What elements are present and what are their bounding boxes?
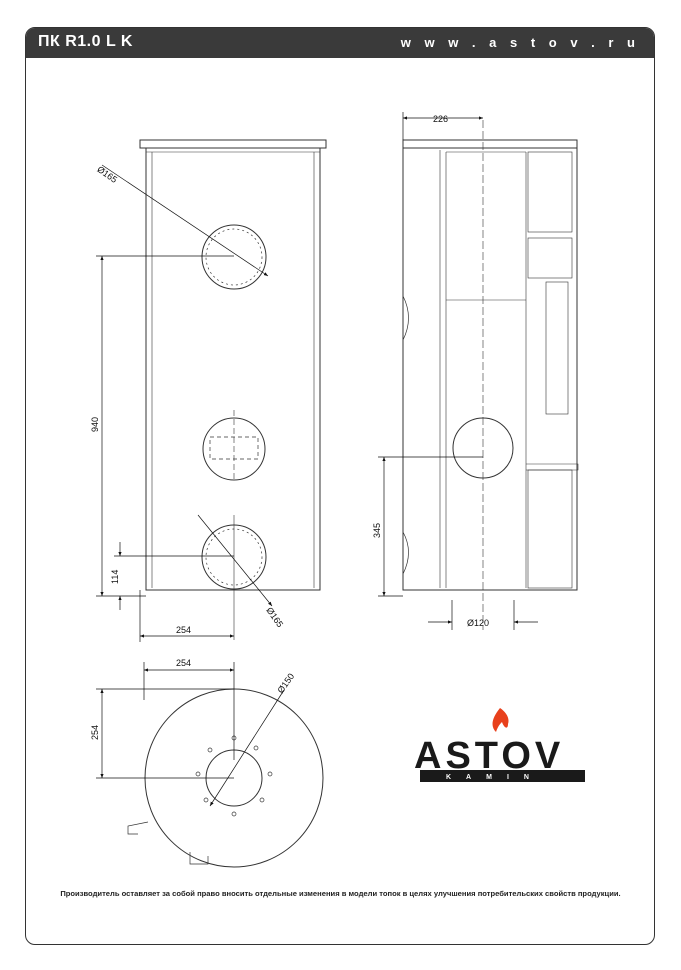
- top-bottom-handle: [189, 852, 209, 865]
- side-view: [402, 120, 579, 630]
- front-flue-top: [201, 224, 267, 290]
- front-flue-top-bolts: [205, 228, 263, 286]
- model-title: ПК R1.0 L K: [38, 33, 133, 50]
- top-254y-label: 254: [90, 725, 100, 740]
- side-upper-panel: [527, 151, 573, 233]
- brand-subtitle: KAMIN: [446, 774, 544, 781]
- front-114-label: 114: [110, 570, 120, 584]
- side-ledge: [526, 463, 579, 471]
- header-bar: ПК R1.0 L K w w w . a s t o v . r u: [26, 28, 654, 58]
- side-dimensions: [378, 112, 538, 630]
- front-height-label: 940: [90, 417, 100, 432]
- top-diameter-label: Ø150: [275, 671, 296, 695]
- front-view: [139, 139, 327, 640]
- astov-logo: ASTOV KAMIN: [414, 708, 585, 782]
- front-flue-middle: [202, 417, 266, 481]
- side-handle-top: [402, 295, 409, 341]
- side-handle-bottom: [402, 531, 409, 575]
- front-bottom-diameter-leader: [197, 514, 273, 607]
- top-left-handle: [127, 821, 149, 835]
- side-body: [402, 147, 578, 591]
- top-diameter-leader: [209, 689, 285, 807]
- front-top-diameter-leader: [101, 164, 269, 277]
- front-dimensions: [96, 164, 273, 642]
- sheet-frame: ПК R1.0 L K w w w . a s t o v . r u: [25, 27, 655, 945]
- side-345-label: 345: [372, 523, 382, 538]
- side-226-label: 226: [433, 114, 448, 124]
- side-lower-panel: [527, 469, 573, 589]
- website-url: w w w . a s t o v . r u: [400, 35, 640, 50]
- front-width-label: 254: [176, 625, 191, 635]
- side-top-cap: [402, 139, 578, 149]
- footer-note: Производитель оставляет за собой право в…: [60, 889, 621, 898]
- top-dimensions: [96, 662, 285, 807]
- front-body: [145, 147, 321, 591]
- front-top-cap: [139, 139, 327, 149]
- side-mid-panel: [527, 237, 573, 279]
- front-bottom-diameter-label: Ø165: [264, 605, 285, 629]
- top-254x-label: 254: [176, 658, 191, 668]
- side-flue-label: Ø120: [467, 618, 489, 628]
- brand-subtitle-bar: [420, 770, 585, 782]
- side-glass-window: [545, 281, 569, 415]
- flame-icon: [492, 708, 509, 732]
- front-top-diameter-label: Ø165: [95, 164, 119, 185]
